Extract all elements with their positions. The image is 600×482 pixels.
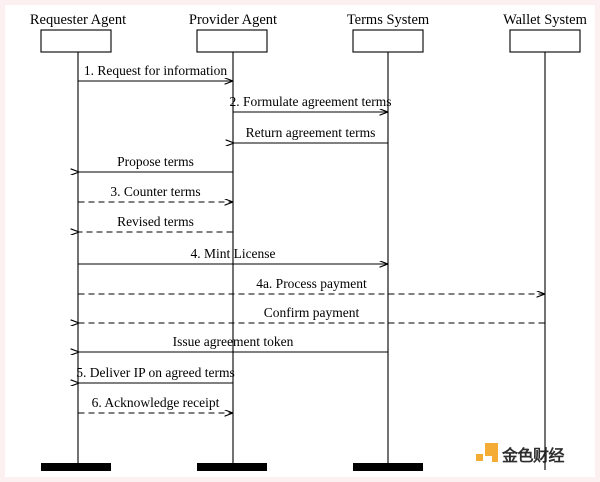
message-label-2: 2. Formulate agreement terms bbox=[230, 94, 392, 109]
actor-box-terms bbox=[352, 29, 424, 53]
actor-box-requester bbox=[40, 29, 112, 53]
messages-layer: 1. Request for information 2. Formulate a… bbox=[76, 63, 544, 413]
message-4: Propose terms bbox=[79, 154, 233, 172]
message-label-9: Confirm payment bbox=[264, 305, 360, 320]
watermark-text: 金色财经 bbox=[502, 446, 565, 465]
message-5: 3. Counter terms bbox=[78, 184, 233, 202]
actor-label-wallet: Wallet System bbox=[503, 12, 588, 28]
message-label-4: Propose terms bbox=[117, 154, 194, 169]
diagram-canvas: Requester Agent Provider Agent Terms Syste… bbox=[5, 5, 595, 477]
actor-label-provider: Provider Agent bbox=[189, 12, 277, 28]
message-label-1: 1. Request for information bbox=[84, 63, 227, 78]
message-9: Confirm payment bbox=[79, 305, 545, 323]
watermark: 金色财经 bbox=[476, 438, 596, 470]
actor-box-provider bbox=[196, 29, 268, 53]
sequence-diagram-svg: Requester Agent Provider Agent Terms Syste… bbox=[30, 12, 588, 471]
message-label-10: Issue agreement token bbox=[173, 334, 294, 349]
actor-box-wallet bbox=[509, 29, 581, 53]
message-10: Issue agreement token bbox=[79, 334, 388, 352]
actor-label-terms: Terms System bbox=[347, 12, 430, 28]
termination-bar-terms bbox=[353, 463, 423, 471]
termination-bar-requester bbox=[41, 463, 111, 471]
actor-provider: Provider Agent bbox=[189, 12, 277, 471]
message-1: 1. Request for information bbox=[78, 63, 233, 81]
actor-label-requester: Requester Agent bbox=[30, 12, 126, 28]
message-7: 4. Mint License bbox=[78, 246, 388, 264]
message-2: 2. Formulate agreement terms bbox=[230, 94, 392, 112]
actors-layer: Requester Agent Provider Agent Terms Syste… bbox=[30, 12, 588, 471]
message-6: Revised terms bbox=[79, 214, 233, 232]
actor-wallet: Wallet System bbox=[503, 12, 588, 470]
actor-terms: Terms System bbox=[347, 12, 430, 471]
message-11: 5. Deliver IP on agreed terms bbox=[76, 365, 235, 383]
message-label-11: 5. Deliver IP on agreed terms bbox=[76, 365, 234, 380]
message-label-7: 4. Mint License bbox=[190, 246, 275, 261]
message-8: 4a. Process payment bbox=[78, 276, 545, 294]
actor-requester: Requester Agent bbox=[30, 12, 126, 471]
jinse-logo-icon bbox=[476, 443, 498, 465]
message-label-3: Return agreement terms bbox=[246, 125, 376, 140]
message-label-6: Revised terms bbox=[117, 214, 194, 229]
message-3: Return agreement terms bbox=[234, 125, 388, 143]
message-12: 6. Acknowledge receipt bbox=[78, 395, 233, 413]
termination-bar-provider bbox=[197, 463, 267, 471]
message-label-12: 6. Acknowledge receipt bbox=[92, 395, 220, 410]
message-label-5: 3. Counter terms bbox=[110, 184, 200, 199]
message-label-8: 4a. Process payment bbox=[256, 276, 367, 291]
